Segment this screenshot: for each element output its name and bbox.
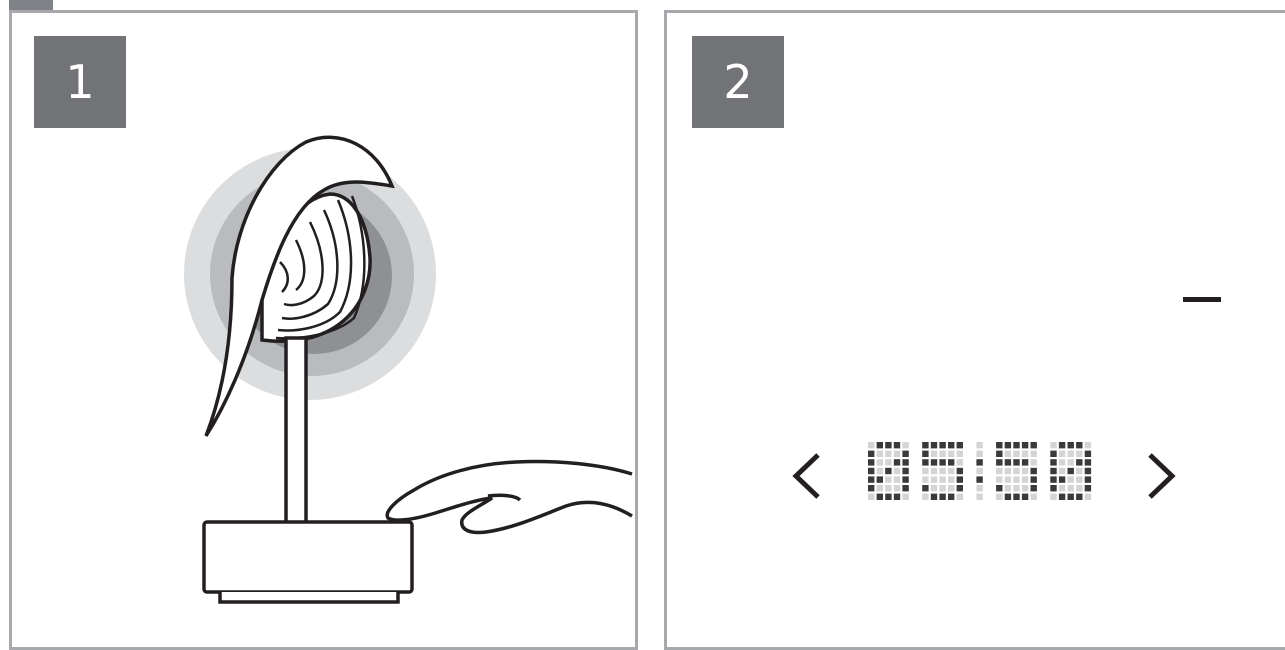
step-2-badge: 2 (692, 36, 784, 128)
step-1-badge: 1 (34, 36, 126, 128)
corner-tab (9, 0, 53, 10)
